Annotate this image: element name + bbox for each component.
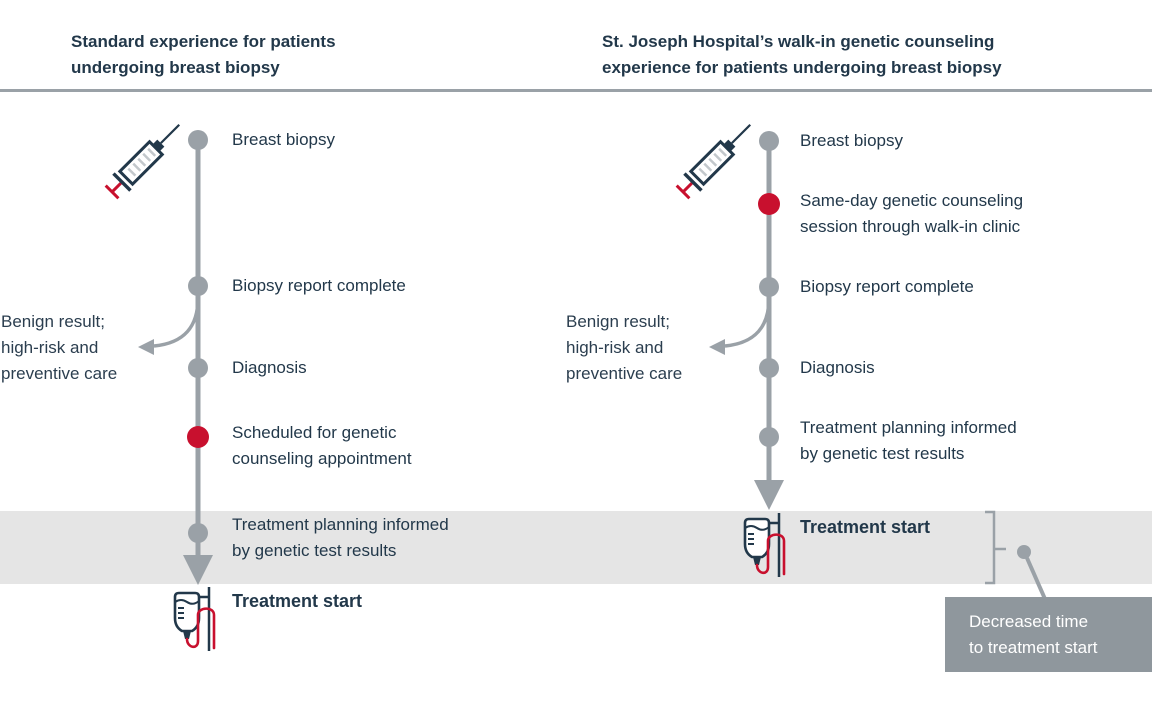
right-benign-branch-arrow xyxy=(724,297,771,348)
left-benign-branch-arrow xyxy=(153,297,200,348)
left-column-title: Standard experience for patients undergo… xyxy=(71,32,336,77)
right-node-same-day-counseling xyxy=(758,193,780,215)
left-benign-result-label: Benign result; high-risk and preventive … xyxy=(1,312,118,383)
left-timeline-arrowhead-icon xyxy=(183,555,213,585)
decreased-time-annotation xyxy=(985,510,1047,600)
iv-drip-icon xyxy=(173,587,216,651)
right-node-treatment-planning xyxy=(759,427,779,447)
left-timeline xyxy=(138,130,213,585)
right-node-breast-biopsy xyxy=(759,131,779,151)
right-benign-result-label: Benign result; high-risk and preventive … xyxy=(566,312,683,383)
left-step-label-biopsy-report: Biopsy report complete xyxy=(232,276,406,295)
decreased-time-callout: Decreased time to treatment start xyxy=(945,597,1152,672)
left-node-treatment-planning xyxy=(188,523,208,543)
left-node-breast-biopsy xyxy=(188,130,208,150)
left-node-diagnosis xyxy=(188,358,208,378)
iv-drip-icon xyxy=(743,513,786,577)
left-step-label-breast-biopsy: Breast biopsy xyxy=(232,130,335,149)
syringe-icon xyxy=(675,123,752,200)
left-step-label-treatment-planning: Treatment planning informed by genetic t… xyxy=(232,515,449,560)
left-benign-branch-arrowhead-icon xyxy=(138,339,154,355)
time-saved-bracket xyxy=(985,510,996,585)
callout-leader-line xyxy=(1025,557,1047,600)
left-node-scheduled-counseling xyxy=(187,426,209,448)
right-timeline xyxy=(709,131,784,510)
left-treatment-start-label: Treatment start xyxy=(232,591,363,611)
decreased-time-callout-text: Decreased time to treatment start xyxy=(969,612,1098,657)
right-column-title: St. Joseph Hospital’s walk-in genetic co… xyxy=(602,32,1002,77)
right-step-label-same-day-counseling: Same-day genetic counseling session thro… xyxy=(800,191,1024,236)
right-step-label-treatment-planning: Treatment planning informed by genetic t… xyxy=(800,418,1017,463)
header-divider-line xyxy=(0,89,1152,92)
right-node-diagnosis xyxy=(759,358,779,378)
right-treatment-start-label: Treatment start xyxy=(800,517,931,537)
right-benign-branch-arrowhead-icon xyxy=(709,339,725,355)
left-step-label-diagnosis: Diagnosis xyxy=(232,358,307,377)
right-step-label-breast-biopsy: Breast biopsy xyxy=(800,131,903,150)
callout-anchor-dot xyxy=(1017,545,1031,559)
right-step-label-diagnosis: Diagnosis xyxy=(800,358,875,377)
syringe-icon xyxy=(104,123,181,200)
left-node-biopsy-report xyxy=(188,276,208,296)
left-step-label-scheduled-counseling: Scheduled for genetic counseling appoint… xyxy=(232,423,412,468)
right-node-biopsy-report xyxy=(759,277,779,297)
right-step-label-biopsy-report: Biopsy report complete xyxy=(800,277,974,296)
right-timeline-arrowhead-icon xyxy=(754,480,784,510)
